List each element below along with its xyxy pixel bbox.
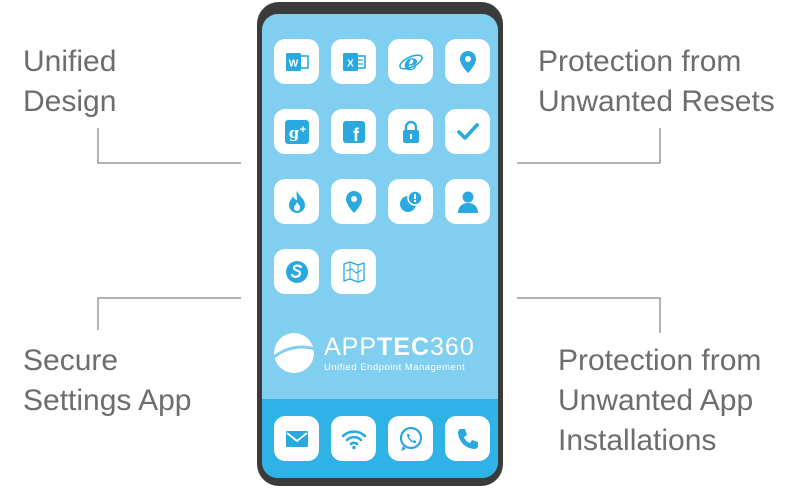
- mail-icon[interactable]: [274, 416, 319, 461]
- location-icon[interactable]: [445, 39, 490, 84]
- wifi-icon[interactable]: [331, 416, 376, 461]
- brand-name-bold: TEC: [377, 333, 431, 361]
- connector-unified-design: [97, 128, 241, 164]
- brand-tagline: Unified Endpoint Management: [324, 362, 466, 373]
- svg-text:f: f: [353, 125, 360, 145]
- svg-text:g: g: [288, 124, 299, 142]
- location-pin-icon[interactable]: [331, 179, 376, 224]
- apptec360-logo: APPTEC360 Unified Endpoint Management: [270, 329, 492, 379]
- callout-line: Secure: [23, 344, 119, 377]
- brand-name-suffix: 360: [430, 333, 475, 361]
- apptec-globe-icon: [273, 333, 315, 373]
- ie-icon[interactable]: e: [388, 39, 433, 84]
- lock-icon[interactable]: [388, 109, 433, 154]
- callout-secure-settings: Secure Settings App: [23, 341, 191, 421]
- chat-alert-icon[interactable]: [388, 179, 433, 224]
- facebook-icon[interactable]: f: [331, 109, 376, 154]
- callout-line: Settings App: [23, 384, 192, 417]
- svg-text:+: +: [299, 124, 305, 136]
- callout-protection-installs: Protection from Unwanted App Installatio…: [558, 341, 761, 461]
- callout-line: Unwanted App: [558, 384, 754, 417]
- google-plus-icon[interactable]: g+: [274, 109, 319, 154]
- word-icon[interactable]: W: [274, 39, 319, 84]
- callout-line: Installations: [558, 424, 717, 457]
- brand-name: APPTEC360: [324, 333, 475, 362]
- connector-protection-installs: [517, 297, 661, 333]
- callout-protection-resets: Protection from Unwanted Resets: [538, 42, 775, 122]
- phone-icon[interactable]: [445, 416, 490, 461]
- svg-text:e: e: [404, 50, 418, 75]
- brand-name-light: APP: [324, 333, 378, 361]
- check-icon[interactable]: [445, 109, 490, 154]
- svg-text:X: X: [347, 58, 354, 69]
- svg-text:W: W: [288, 58, 298, 69]
- app-dock: [262, 399, 498, 478]
- callout-line: Protection from: [538, 45, 742, 78]
- callout-line: Protection from: [558, 344, 762, 377]
- phone-screen: W X e g+ f: [262, 14, 498, 478]
- callout-line: Design: [23, 85, 117, 118]
- whatsapp-icon[interactable]: [388, 416, 433, 461]
- excel-icon[interactable]: X: [331, 39, 376, 84]
- connector-secure-settings: [97, 297, 241, 330]
- simplenote-icon[interactable]: [274, 249, 319, 294]
- user-icon[interactable]: [445, 179, 490, 224]
- callout-line: Unwanted Resets: [538, 85, 775, 118]
- map-icon[interactable]: [331, 249, 376, 294]
- connector-protection-resets: [517, 128, 661, 164]
- callout-unified-design: Unified Design: [23, 42, 116, 122]
- callout-line: Unified: [23, 45, 117, 78]
- flame-icon[interactable]: [274, 179, 319, 224]
- phone-frame: W X e g+ f: [257, 2, 503, 486]
